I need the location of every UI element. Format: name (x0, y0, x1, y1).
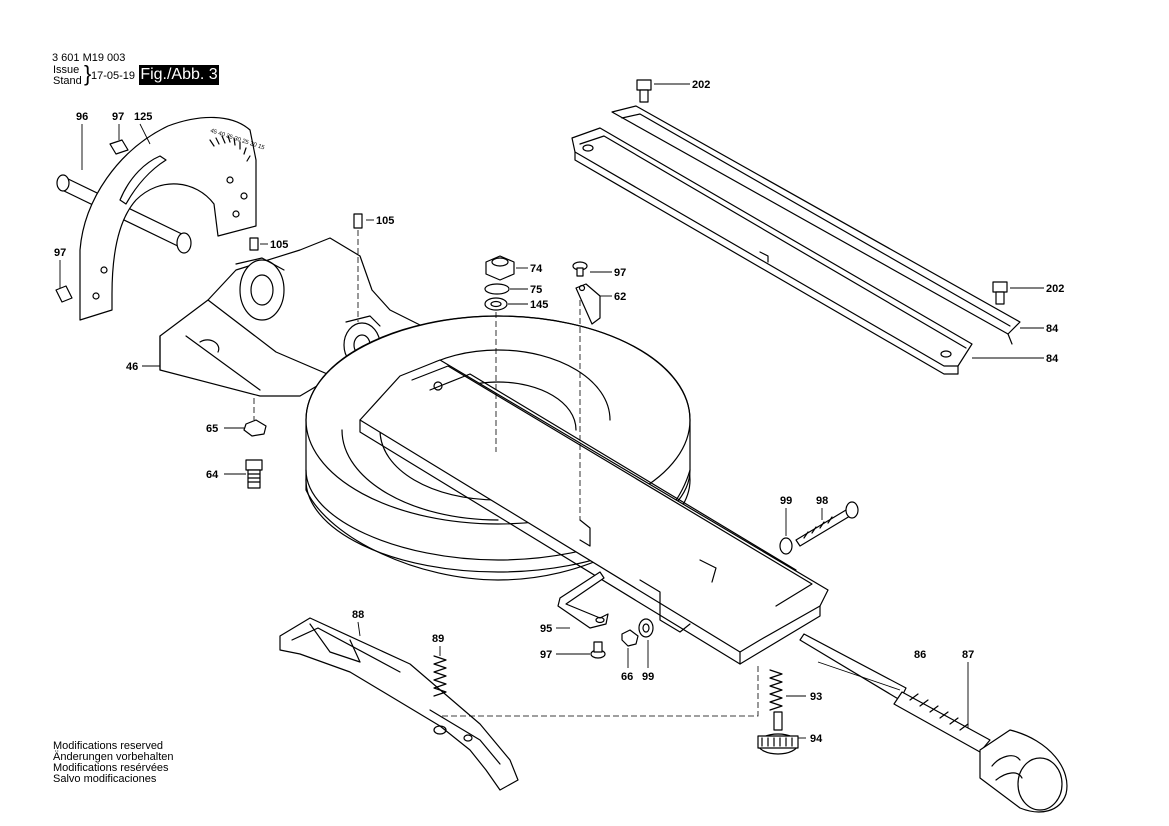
callout-64: 64 (206, 469, 219, 481)
washer-75 (484, 283, 510, 295)
callout-202: 202 (1046, 283, 1064, 295)
callout-105: 105 (270, 239, 288, 251)
screw-202-top (636, 79, 690, 103)
figure-label: Fig./Abb. 3 (139, 65, 219, 85)
knob-94 (757, 711, 799, 755)
callout-98: 98 (816, 495, 828, 507)
callout-97: 97 (112, 111, 124, 123)
note-line: Modifications reserved (53, 740, 164, 752)
handle-88 (279, 617, 519, 791)
extension-arm (359, 359, 829, 665)
callout-105: 105 (376, 215, 394, 227)
callout-97: 97 (54, 247, 66, 259)
callout-125: 125 (134, 111, 152, 123)
spring-89 (433, 655, 447, 697)
nut-65 (224, 419, 267, 437)
callout-99: 99 (780, 495, 792, 507)
callout-89: 89 (432, 633, 444, 645)
callout-46: 46 (126, 361, 138, 373)
lock-knob-87 (979, 729, 1068, 813)
washer-145 (484, 297, 508, 311)
washer-99-left (638, 618, 654, 668)
callout-62: 62 (614, 291, 626, 303)
callout-84: 84 (1046, 323, 1059, 335)
screw-97-guard-left (55, 260, 73, 303)
note-line: Modifications resérvées (53, 762, 169, 774)
note-line: Salvo modificaciones (53, 773, 157, 785)
set-screw-105-top (353, 213, 374, 229)
callout-65: 65 (206, 423, 218, 435)
screw-97-guard-top (109, 124, 129, 155)
callout-96: 96 (76, 111, 88, 123)
fence-rail-upper (611, 105, 1021, 345)
callout-93: 93 (810, 691, 822, 703)
callout-86: 86 (914, 649, 926, 661)
callout-202: 202 (692, 79, 710, 91)
callout-87: 87 (962, 649, 974, 661)
spring-93 (769, 669, 783, 711)
callout-99: 99 (642, 671, 654, 683)
screw-97-bracket (556, 641, 606, 659)
callout-94: 94 (810, 733, 823, 745)
callout-74: 74 (530, 263, 543, 275)
fence-rail-lower (571, 127, 973, 375)
clip-62 (575, 283, 612, 325)
note-line: Änderungen vorbehalten (53, 751, 174, 763)
stand-label: Stand (53, 75, 82, 87)
callout-66: 66 (621, 671, 633, 683)
callout-labels: 96 97 125 97 105 105 46 65 64 74 75 145 … (54, 79, 1064, 745)
callout-88: 88 (352, 609, 364, 621)
lock-rod-86 (799, 633, 991, 753)
bolt-64 (224, 459, 263, 489)
issue-date: 17-05-19 (91, 70, 136, 82)
set-screw-105-side (249, 237, 268, 251)
brace-glyph: } (84, 61, 92, 86)
nut-74 (485, 255, 515, 281)
washer-99-right (779, 508, 793, 555)
screw-97-clip (572, 261, 612, 277)
callout-97: 97 (614, 267, 626, 279)
document-number: 3 601 M19 003 (52, 52, 126, 64)
nut-66 (621, 629, 639, 668)
callout-84: 84 (1046, 353, 1059, 365)
callout-97: 97 (540, 649, 552, 661)
modifications-notes: Modifications reserved Änderungen vorbeh… (53, 741, 173, 785)
screw-202-right (992, 281, 1044, 305)
callout-75: 75 (530, 284, 542, 296)
issue-label: Issue (53, 64, 80, 76)
bolt-98 (795, 501, 859, 547)
callout-145: 145 (530, 299, 548, 311)
bracket-95 (556, 571, 609, 629)
callout-95: 95 (540, 623, 552, 635)
